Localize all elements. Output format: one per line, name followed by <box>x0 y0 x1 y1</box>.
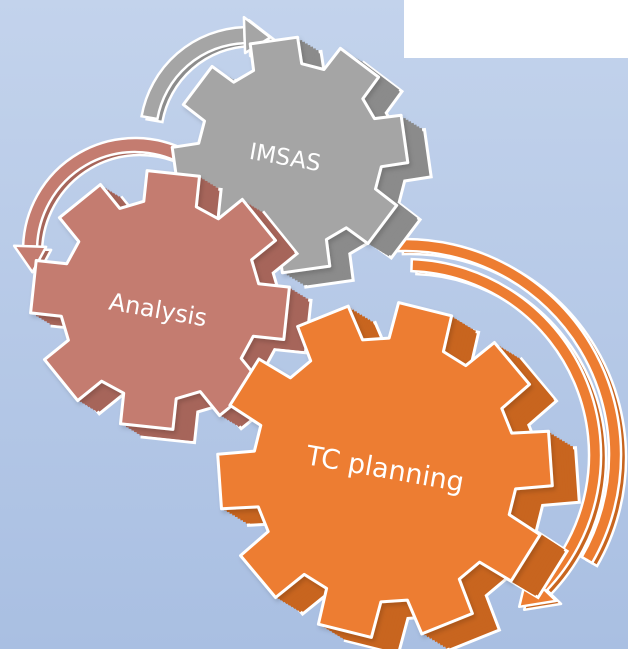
gear-face <box>216 301 554 639</box>
orange-arrow-outer <box>396 237 628 568</box>
tc-planning-gear <box>216 301 581 649</box>
analysis-gear <box>29 169 313 445</box>
white-corner-box <box>404 0 628 58</box>
